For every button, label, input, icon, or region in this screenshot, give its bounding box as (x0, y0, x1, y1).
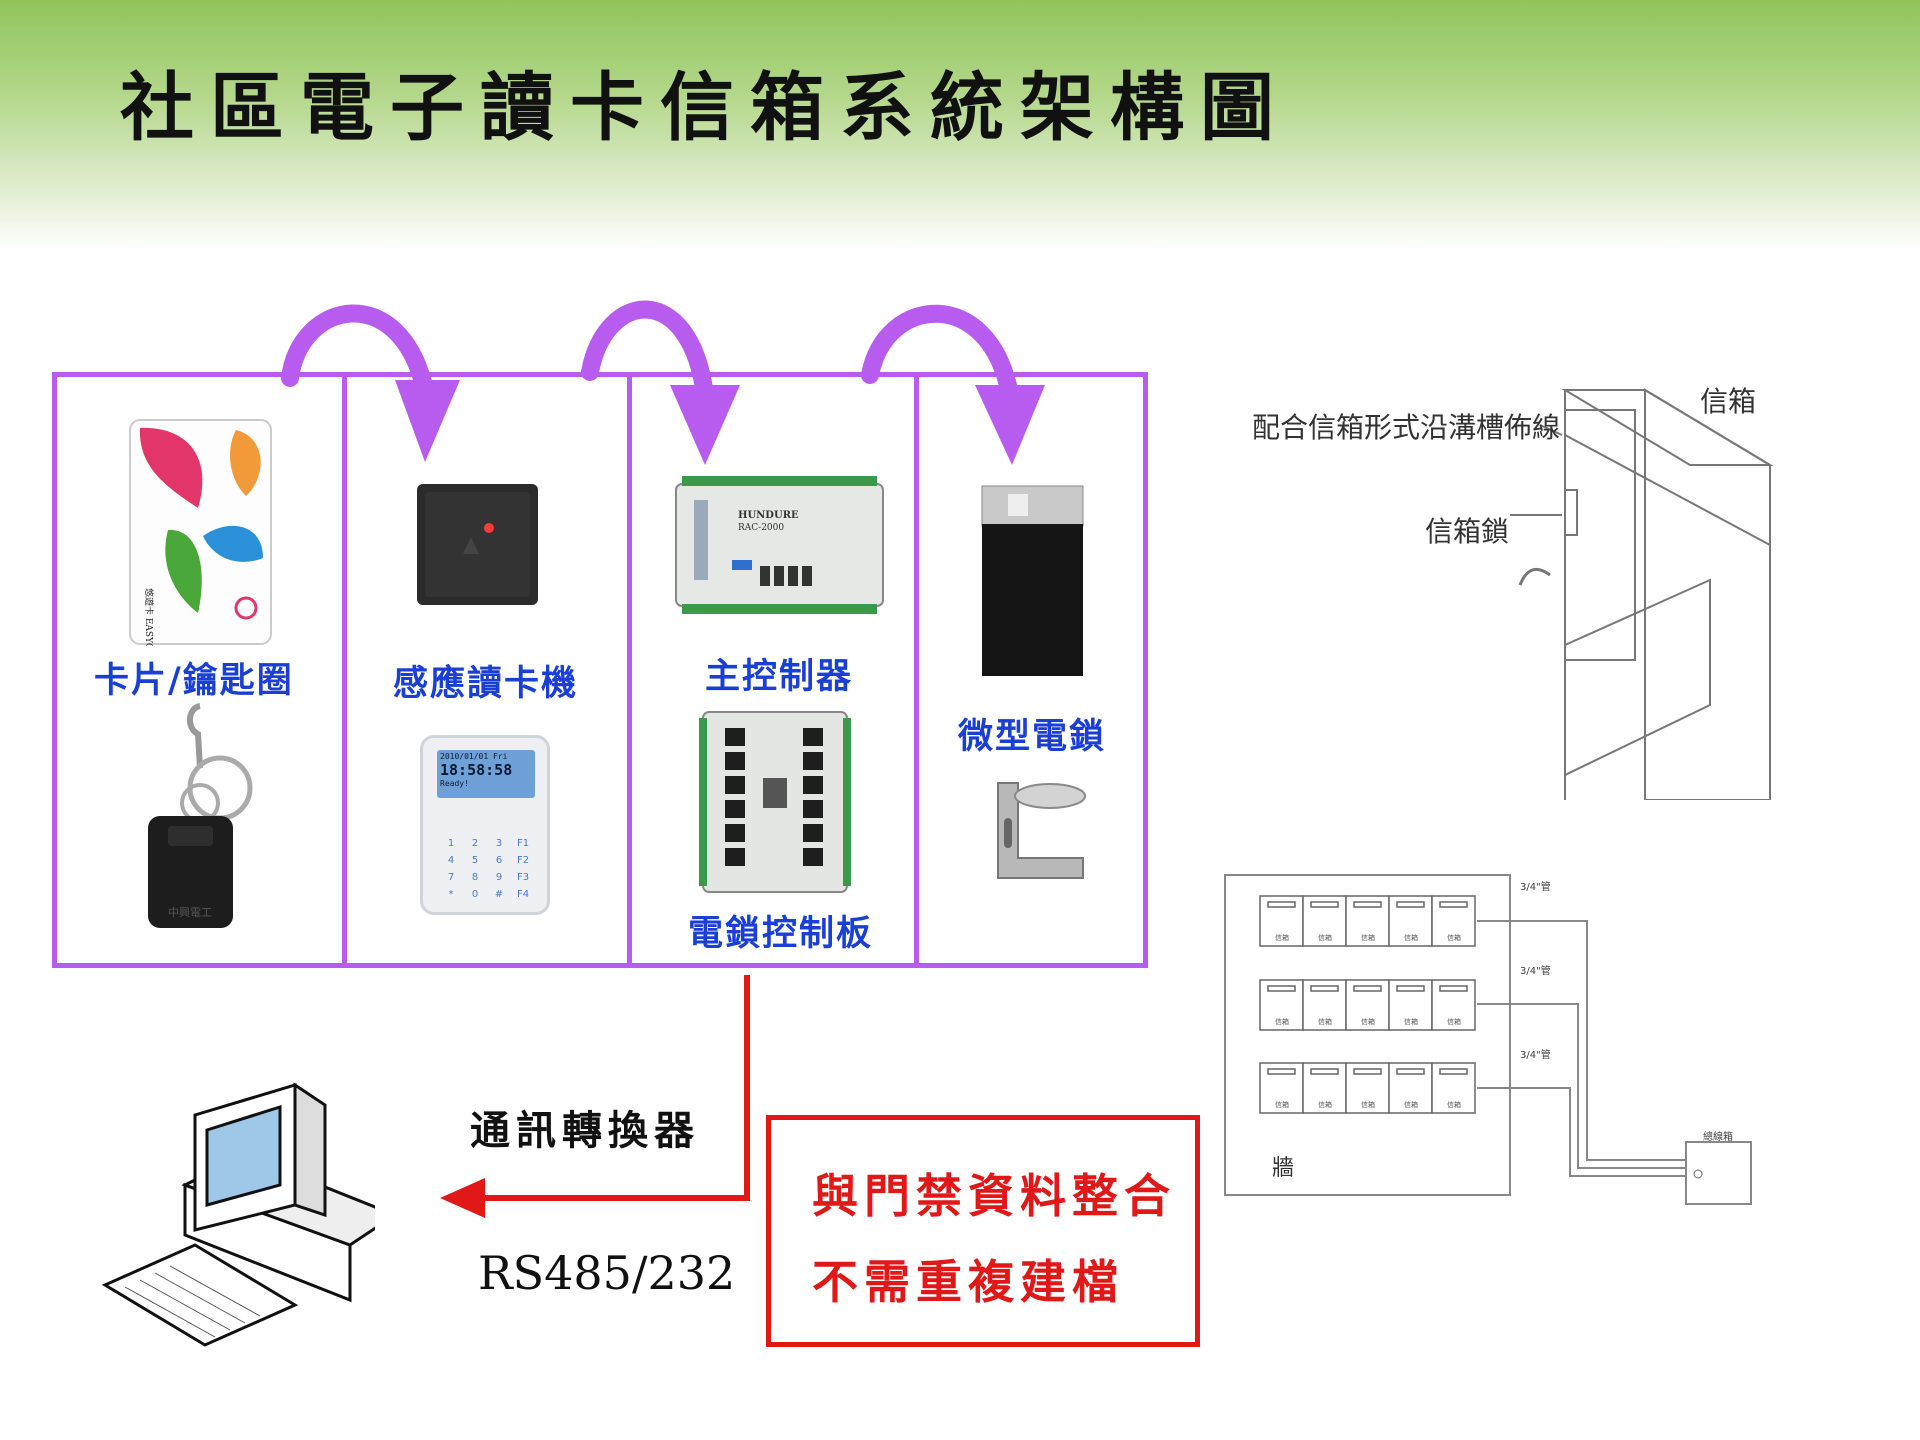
arrow-left-head (440, 1178, 485, 1218)
mailbox-slot (1353, 1068, 1382, 1075)
lock-label: 微型電鎖 (958, 716, 1107, 757)
mailbox-diagram (1510, 388, 1774, 800)
key: 2 (471, 838, 479, 849)
conduit-label-1: 3/4"管 (1520, 882, 1551, 893)
mailbox-slot (1353, 901, 1382, 908)
key: 5 (471, 855, 479, 866)
key: 3 (495, 838, 503, 849)
key: F1 (516, 838, 530, 849)
controller-board-icon: HUNDURE RAC-2000 (675, 476, 884, 614)
mailbox-slot (1310, 1068, 1339, 1075)
integration-line-2: 不需重複建檔 (812, 1255, 1124, 1309)
wiring-label: 配合信箱形式沿溝槽佈線 (1252, 411, 1561, 444)
wall-label: 牆 (1272, 1156, 1295, 1181)
key: 9 (495, 872, 503, 883)
junction-label: 總線箱 (1703, 1132, 1733, 1143)
screen-date: 2010/01/01 Fri (440, 752, 508, 761)
mailbox-slot (1267, 985, 1296, 992)
mini-lock-icon (981, 485, 1084, 676)
conduit-label-3: 3/4"管 (1520, 1050, 1551, 1061)
arrow-head-2 (670, 385, 740, 465)
mailbox-cell-label: 信箱 (1318, 933, 1332, 942)
mailbox-cell-label: 信箱 (1275, 1017, 1289, 1026)
computer-icon (101, 1082, 375, 1347)
screen-time: 18:58:58 (440, 761, 513, 779)
controller-brand: HUNDURE (738, 510, 799, 521)
key: # (494, 889, 504, 900)
mailbox-slot (1310, 901, 1339, 908)
converter-label: 通訊轉換器 (470, 1107, 700, 1154)
fob-text: 中興電工 (168, 906, 212, 919)
mailbox-cell-label: 信箱 (1318, 1100, 1332, 1109)
card-text: 悠遊卡 EASYCARD (143, 588, 155, 646)
mailbox-cell-label: 信箱 (1447, 1100, 1461, 1109)
mailbox-cell-label: 信箱 (1361, 1017, 1375, 1026)
lock-board-label: 電鎖控制板 (688, 913, 874, 954)
mailbox-cell-label: 信箱 (1404, 933, 1418, 942)
mailbox-slot (1267, 901, 1296, 908)
protocol-label: RS485/232 (478, 1246, 736, 1300)
key: F3 (516, 872, 530, 883)
mailbox-cell-label: 信箱 (1404, 1017, 1418, 1026)
mailbox-slot (1396, 901, 1425, 908)
communication-line (440, 975, 750, 1218)
mailbox-cell-label: 信箱 (1275, 933, 1289, 942)
mailbox-slot (1396, 985, 1425, 992)
mailbox-cell-label: 信箱 (1361, 1100, 1375, 1109)
reader-label: 感應讀卡機 (393, 663, 579, 704)
key: F4 (516, 889, 530, 900)
integration-line-1: 與門禁資料整合 (812, 1169, 1176, 1223)
mailbox-cell-label: 信箱 (1447, 933, 1461, 942)
mailbox-cell-label: 信箱 (1361, 933, 1375, 942)
mailbox-lock-label: 信箱鎖 (1425, 515, 1510, 548)
mailbox-slot (1439, 985, 1468, 992)
header-band (0, 0, 1920, 250)
key: F2 (516, 855, 530, 866)
mailbox-cell-label: 信箱 (1404, 1100, 1418, 1109)
screen-status: Ready! (440, 779, 469, 788)
mailbox-slot (1439, 901, 1468, 908)
controller-model: RAC-2000 (738, 523, 784, 533)
smart-card-icon: 悠遊卡 EASYCARD (129, 419, 272, 646)
mailbox-cell-label: 信箱 (1318, 1017, 1332, 1026)
mailbox-slot (1310, 985, 1339, 992)
lock-bracket-icon (997, 782, 1086, 879)
mailbox-slot (1267, 1068, 1296, 1075)
mailbox-cell-label: 信箱 (1275, 1100, 1289, 1109)
card-reader-icon (417, 484, 538, 605)
mailbox-slot (1353, 985, 1382, 992)
mailbox-cell (1345, 895, 1390, 947)
panel-lock (914, 372, 1148, 968)
key: * (448, 889, 454, 900)
lock-board-icon (699, 711, 851, 893)
mailbox-slot (1439, 1068, 1468, 1075)
card-label: 卡片/鑰匙圈 (94, 660, 294, 701)
conduit-label-2: 3/4"管 (1520, 966, 1551, 977)
mailbox-slot (1396, 1068, 1425, 1075)
key: 7 (447, 872, 455, 883)
page-title: 社區電子讀卡信箱系統架構圖 (120, 65, 1290, 151)
keypad-reader-icon: 2010/01/01 Fri 18:58:58 Ready! 1 2 3 F1 4 5 6… (420, 735, 550, 915)
mailbox-label: 信箱 (1700, 385, 1757, 418)
mailbox-cell-label: 信箱 (1447, 1017, 1461, 1026)
reader-keypad: 1 2 3 F1 4 5 6 F2 7 8 9 F3 * 0 # F4 (439, 838, 535, 900)
arrow-head-3 (975, 385, 1045, 465)
key-fob-icon: 中興電工 (148, 703, 253, 928)
reader-screen: 2010/01/01 Fri 18:58:58 Ready! (437, 750, 535, 798)
integration-box (766, 1115, 1200, 1347)
key: 1 (447, 838, 455, 849)
wall-layout-diagram: 信箱信箱信箱信箱信箱信箱信箱信箱信箱信箱信箱信箱信箱信箱信箱 (1224, 874, 1752, 1205)
mailbox-cell (1302, 979, 1347, 1031)
key: 0 (471, 889, 479, 900)
controller-label: 主控制器 (705, 656, 854, 697)
key: 4 (447, 855, 455, 866)
key: 8 (471, 872, 479, 883)
arrow-head-1 (395, 380, 460, 462)
flow-arrows (281, 300, 1045, 465)
key: 6 (495, 855, 503, 866)
